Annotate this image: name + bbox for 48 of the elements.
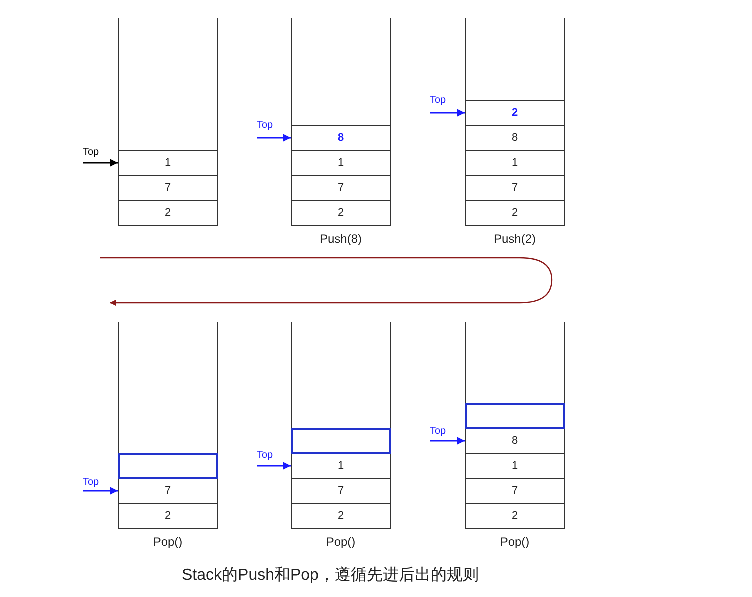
cell-value: 8: [512, 132, 518, 144]
operation-label: Push(8): [318, 232, 364, 246]
pointer-label: Top: [430, 426, 446, 437]
pointer-arrow: [430, 437, 465, 445]
operation-label: Pop(): [152, 535, 184, 549]
cell-value: 2: [338, 510, 344, 522]
cell-value: 2: [338, 207, 344, 219]
stack-container: [118, 18, 218, 226]
stack-container: [465, 18, 565, 226]
cell-value: 2: [512, 107, 518, 119]
cell-value: 7: [338, 182, 344, 194]
caption: Stack的Push和Pop，遵循先进后出的规则: [182, 566, 479, 586]
pointer-label: Top: [257, 120, 274, 131]
cell-value: 8: [512, 435, 518, 447]
pointer-label: Top: [257, 450, 274, 461]
pointer-arrow: [257, 462, 291, 470]
cell-value: 2: [512, 207, 518, 219]
cell-value: 1: [512, 460, 518, 472]
pointer-label: Top: [430, 95, 446, 106]
operation-label: Pop(): [325, 535, 357, 549]
pointer-label: Top: [83, 147, 100, 158]
cell-value: 7: [512, 182, 518, 194]
pointer-label: Top: [83, 477, 100, 488]
empty-slot: [118, 453, 218, 479]
cell-value: 2: [512, 510, 518, 522]
cell-value: 2: [164, 510, 172, 522]
stack-container: [291, 18, 391, 226]
pointer-arrow: [257, 134, 291, 142]
pointer-arrow: [83, 159, 118, 167]
empty-slot: [465, 403, 565, 429]
stack-container: [118, 322, 218, 529]
cell-value: 1: [338, 157, 344, 169]
empty-slot: [291, 428, 391, 454]
stack-container: [465, 322, 565, 529]
cell-value: 7: [338, 485, 344, 497]
cell-value: 7: [512, 485, 518, 497]
cell-value: 7: [164, 182, 172, 194]
cell-value: 1: [512, 157, 518, 169]
cell-value: 1: [338, 460, 344, 472]
pointer-arrow: [430, 109, 465, 117]
operation-label: Push(2): [492, 232, 538, 246]
cell-value: 7: [164, 485, 172, 497]
cell-value: 8: [338, 132, 344, 144]
pointer-arrow: [83, 487, 118, 495]
cell-value: 1: [164, 157, 172, 169]
operation-label: Pop(): [499, 535, 531, 549]
cell-value: 2: [164, 207, 172, 219]
stack-container: [291, 322, 391, 529]
